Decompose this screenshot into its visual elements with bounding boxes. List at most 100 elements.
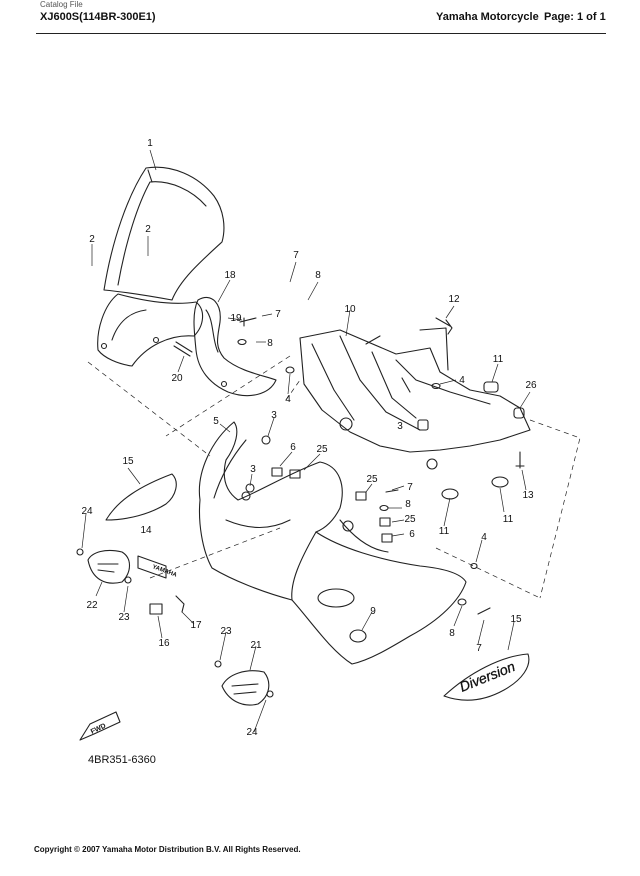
nut-25-a [289, 469, 301, 479]
copyright-notice: Copyright © 2007 Yamaha Motor Distributi… [34, 845, 301, 854]
callout-3c: 3 [250, 464, 256, 475]
assembly-lines [87, 355, 581, 599]
bolt-20 [173, 341, 193, 357]
screw-17 [175, 595, 185, 613]
callout-leaders [81, 149, 531, 733]
cover-21 [221, 670, 270, 706]
main-cowling [198, 421, 467, 665]
nut-3-frame [417, 419, 429, 431]
callout-4b: 4 [285, 394, 291, 405]
callout-11c: 11 [503, 514, 514, 525]
screw-7-right [477, 607, 491, 615]
callout-14: 14 [140, 525, 152, 536]
callout-25a: 25 [316, 444, 328, 455]
callout-16: 16 [158, 638, 170, 649]
grommet-11-right [491, 476, 509, 488]
grommet-11-left [441, 488, 459, 500]
windscreen [103, 166, 225, 301]
callout-19: 19 [230, 313, 242, 324]
callout-11b: 11 [439, 526, 450, 537]
callout-numbers: 1 2 2 7 8 18 19 7 8 20 10 12 4 11 26 4 3… [81, 138, 537, 738]
grommet-26 [513, 407, 525, 419]
callout-25b: 25 [366, 474, 378, 485]
bolt-12 [435, 317, 453, 335]
callout-7d: 7 [476, 643, 482, 654]
nut-6-b [381, 533, 393, 543]
callout-2b: 2 [145, 224, 151, 235]
callout-7c: 7 [407, 482, 413, 493]
nut-6-a [271, 467, 283, 477]
callout-6b: 6 [409, 529, 415, 540]
brand-title: Yamaha Motorcycle [436, 11, 539, 23]
screw-7-b [385, 489, 399, 493]
callout-13: 13 [522, 490, 534, 501]
decal-14-text: YAMAHA [151, 564, 178, 579]
callout-3b: 3 [271, 410, 277, 421]
washer-8-right [457, 598, 467, 606]
grommet-9 [349, 629, 367, 643]
bolt-13 [515, 451, 525, 469]
callout-8b: 8 [267, 338, 273, 349]
callout-1: 1 [147, 138, 153, 149]
nut-16 [149, 603, 163, 615]
callout-22: 22 [86, 600, 98, 611]
diagram-reference: 4BR351-6360 [88, 754, 156, 766]
callout-24b: 24 [246, 727, 258, 738]
callout-20: 20 [171, 373, 183, 384]
fwd-label: FWD [90, 723, 107, 736]
callout-8c: 8 [405, 499, 411, 510]
callout-17: 17 [190, 620, 202, 631]
callout-23b: 23 [220, 626, 232, 637]
callout-15a: 15 [122, 456, 134, 467]
callout-15b: 15 [510, 614, 522, 625]
screw-19 [239, 317, 257, 327]
washer-23-left [124, 576, 132, 584]
callout-9: 9 [370, 606, 376, 617]
nut-25-c [379, 517, 391, 527]
callout-8d: 8 [449, 628, 455, 639]
callout-7a: 7 [293, 250, 299, 261]
header-divider [36, 33, 606, 34]
cover-22 [87, 549, 131, 584]
callout-5: 5 [213, 416, 219, 427]
callout-4a: 4 [459, 375, 465, 386]
decal-15-right [443, 653, 530, 701]
callout-7b: 7 [275, 309, 281, 320]
callout-6a: 6 [290, 442, 296, 453]
decal-14 [137, 555, 167, 579]
callout-25c: 25 [404, 514, 416, 525]
grommet-11-top [483, 381, 499, 393]
callout-10: 10 [344, 304, 356, 315]
callout-11a: 11 [493, 354, 504, 365]
callout-23a: 23 [118, 612, 130, 623]
washer-4-right [470, 562, 478, 570]
washer-4-frame [431, 382, 441, 390]
washer-24-right [266, 690, 274, 698]
decal-15-left [105, 473, 177, 521]
washer-8 [237, 338, 247, 346]
callout-26: 26 [525, 380, 537, 391]
cowling-stay [299, 327, 531, 470]
model-code: XJ600S(114BR-300E1) [40, 11, 156, 23]
fwd-arrow-icon [79, 711, 121, 741]
callout-2a: 2 [89, 234, 95, 245]
callout-18: 18 [224, 270, 236, 281]
decal-15-text: Diversion [457, 658, 517, 695]
callout-8a: 8 [315, 270, 321, 281]
washer-8-b [379, 504, 389, 512]
callout-3a: 3 [397, 421, 403, 432]
washer-23-right [214, 660, 222, 668]
catalog-label: Catalog File [40, 0, 83, 9]
page-indicator: Page: 1 of 1 [544, 11, 606, 23]
callout-21: 21 [250, 640, 262, 651]
nut-25-b [355, 491, 367, 501]
callout-4c: 4 [481, 532, 487, 543]
inner-panel [193, 296, 277, 397]
callout-12: 12 [448, 294, 460, 305]
washer-24-left [76, 548, 84, 556]
nut-3-a [261, 435, 271, 445]
washer-4-left [285, 366, 295, 374]
callout-24a: 24 [81, 506, 93, 517]
upper-cowl-panel [97, 293, 204, 367]
